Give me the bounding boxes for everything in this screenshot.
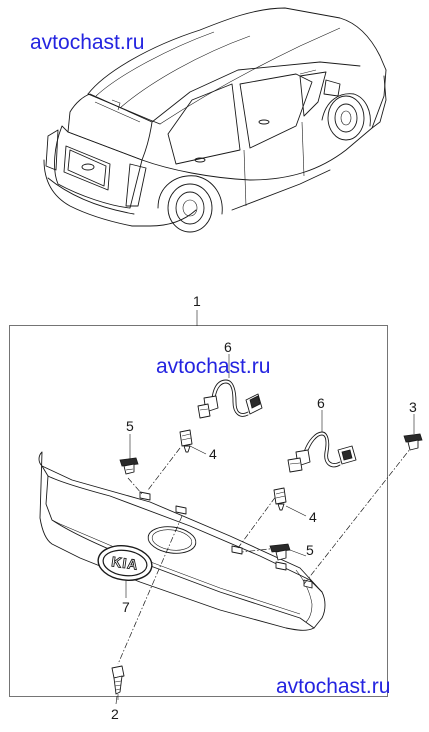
leader-lines [115,354,415,705]
callout-emblem: 7 [122,599,130,615]
clip-center [269,543,291,561]
clip-right [403,433,423,451]
callout-screw: 2 [111,706,119,722]
callout-numbers: 1 6 6 3 5 4 4 5 7 2 [111,293,417,722]
assembly-frame [9,310,388,697]
tailgate-garnish [38,451,326,631]
emblem-text: KIA [110,553,139,573]
screw [111,665,125,700]
watermark: avtochast.ru [156,355,271,378]
assembly-guide-lines [117,443,415,665]
lamp-socket-right [273,487,287,511]
vehicle-illustration [43,7,387,233]
callout-lamp-socket-right: 4 [309,509,317,525]
lamp-socket-left [179,429,193,453]
wiring-harness-left [197,379,263,419]
callout-harness-right: 6 [317,395,325,411]
watermark: avtochast.ru [30,31,145,54]
callout-lamp-socket-left: 4 [209,446,217,462]
callout-clip-center: 5 [306,542,314,558]
callout-harness-left: 6 [224,339,232,355]
watermark: avtochast.ru [276,675,391,698]
callout-assembly: 1 [193,293,201,309]
callout-clip-left: 5 [126,418,134,434]
wiring-harness-right [287,431,357,473]
callout-clip-right: 3 [409,399,417,415]
clip-left [119,457,139,475]
kia-emblem: KIA [97,545,153,581]
